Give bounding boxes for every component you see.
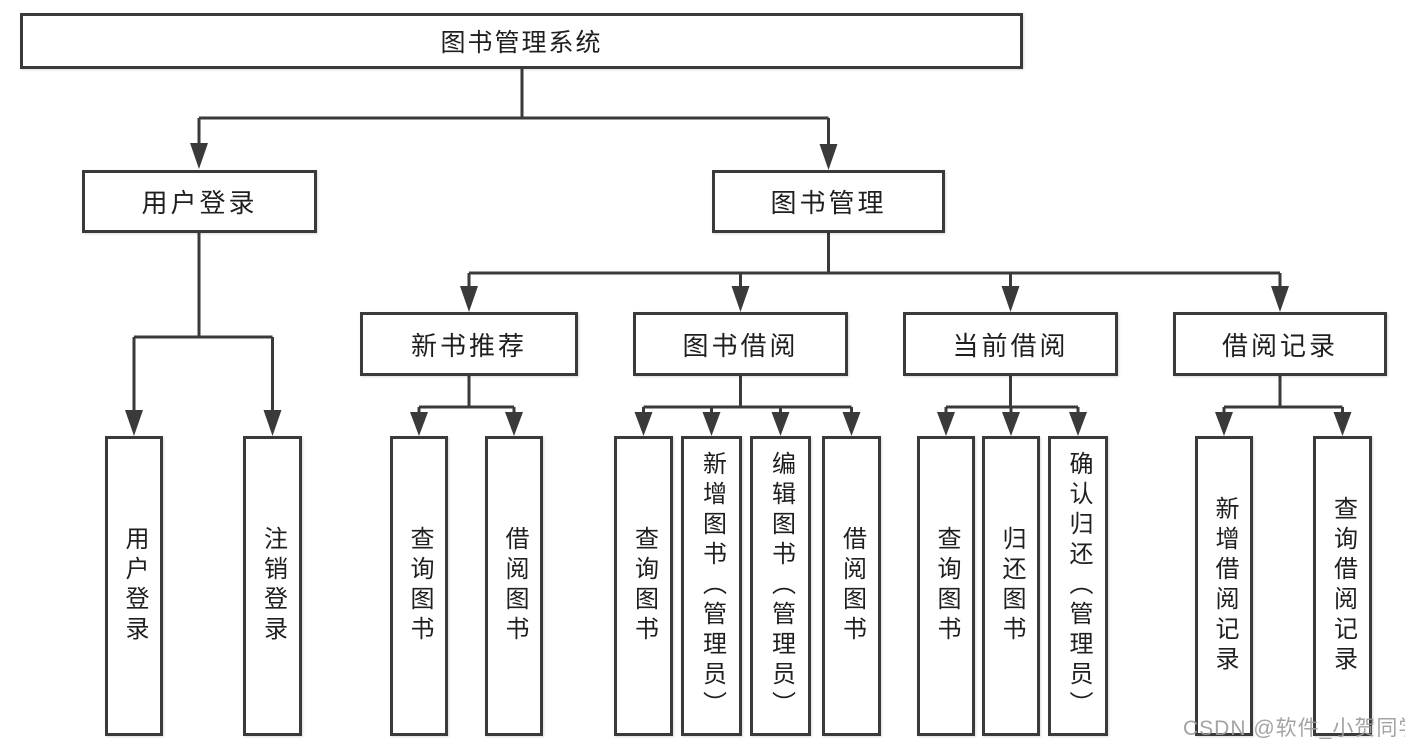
leaf-return-book: 归还图书 [982,436,1040,736]
node-library-management-system: 图书管理系统 [20,13,1023,69]
node-new-book-recommend: 新书推荐 [360,312,578,376]
leaf-query-borrow-record: 查询借阅记录 [1313,436,1372,736]
leaf-add-book-admin: 新增图书（管理员） [681,436,742,736]
node-book-management: 图书管理 [712,170,945,233]
node-book-borrowing: 图书借阅 [633,312,848,376]
leaf-confirm-return-admin: 确认归还（管理员） [1048,436,1108,736]
leaf-borrow-books-borrowing: 借阅图书 [822,436,881,736]
node-user-login: 用户登录 [82,170,317,233]
csdn-watermark: CSDN @软件_小贺同学 [1183,717,1405,740]
leaf-edit-book-admin: 编辑图书（管理员） [750,436,811,736]
leaf-logout: 注销登录 [243,436,302,736]
leaf-add-borrow-record: 新增借阅记录 [1195,436,1253,736]
node-borrow-records: 借阅记录 [1173,312,1387,376]
node-current-borrowing: 当前借阅 [903,312,1118,376]
leaf-query-books-current: 查询图书 [917,436,975,736]
leaf-query-books-recommend: 查询图书 [390,436,448,736]
leaf-user-login: 用户登录 [105,436,163,736]
leaf-borrow-books-recommend: 借阅图书 [485,436,543,736]
leaf-query-books-borrowing: 查询图书 [614,436,673,736]
